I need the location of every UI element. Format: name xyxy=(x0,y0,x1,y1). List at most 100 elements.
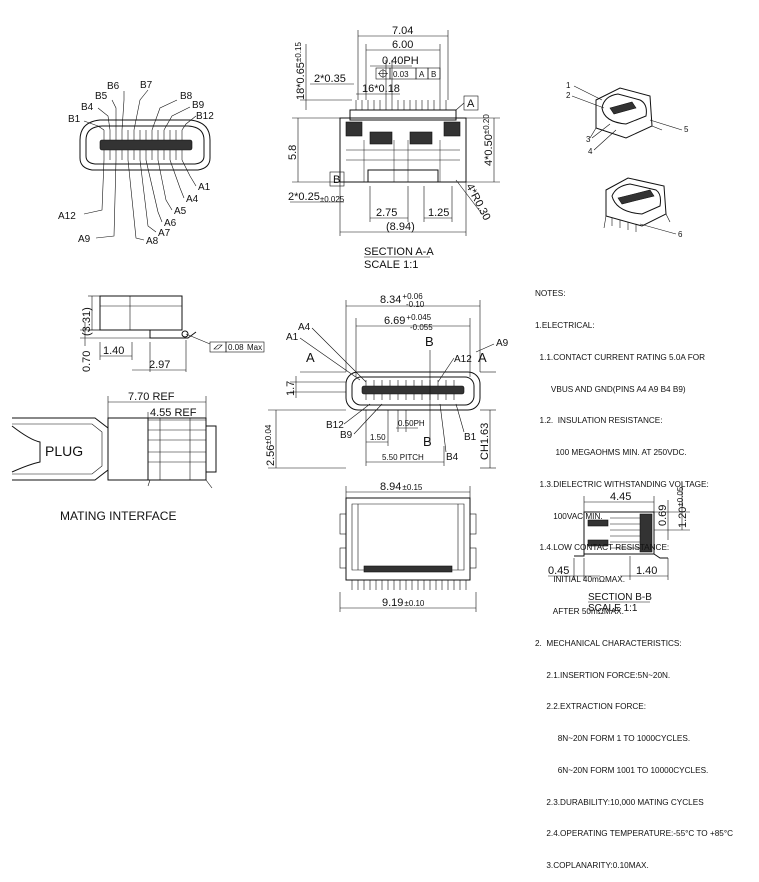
section-a-right: A xyxy=(478,350,487,365)
datum-a: A xyxy=(467,98,475,110)
front-view: 8.34+0.06 -0.10 6.69+0.045 -0.055 A4 A1 … xyxy=(264,292,509,469)
dim-894-ref: (8.94) xyxy=(386,221,415,233)
callout-4: 4 xyxy=(588,147,593,156)
dim-600: 6.00 xyxy=(392,39,413,51)
note-line: 3.COPLANARITY:0.10MAX. xyxy=(535,861,649,871)
note-line: NOTES: xyxy=(535,289,566,299)
front-label-b1: B1 xyxy=(464,432,477,443)
front-label-a9: A9 xyxy=(496,338,509,349)
tol-datum-a: A xyxy=(419,70,425,79)
section-aa-view: 7.04 6.00 0.40PH 0.03 A B 2*0.35 16*0.18… xyxy=(287,25,500,271)
note-line: INITIAL 40mΩMAX. xyxy=(535,575,625,585)
section-bb-scale: SCALE 1:1 xyxy=(588,603,638,614)
dim-125: 1.25 xyxy=(428,207,449,219)
dim-16x018: 16*0.18 xyxy=(362,83,400,95)
pin-label-a6: A6 xyxy=(164,218,177,229)
front-label-b: B xyxy=(425,334,434,349)
dim-pitch: 0.40PH xyxy=(382,55,419,67)
drawing-sheet: B6 B7 B5 B8 B4 B9 B1 B12 A1 A4 A5 A6 A12… xyxy=(11,25,690,614)
note-line: 100VAC MIN. xyxy=(535,511,603,521)
dim-445: 4.45 xyxy=(610,491,631,503)
front-label-a1: A1 xyxy=(286,332,299,343)
dim-2x035: 2*0.35 xyxy=(314,73,346,85)
note-line: 1.4.LOW CONTACT RESISTANCE: xyxy=(535,543,670,553)
section-a-left: A xyxy=(306,350,315,365)
note-line: 1.2. INSULATION RESISTANCE: xyxy=(535,416,663,426)
dim-58: 5.8 xyxy=(287,145,299,160)
callout-5: 5 xyxy=(684,125,689,134)
dim-919: 9.19±0.10 xyxy=(382,597,425,609)
note-line: 100 MEGAOHMS MIN. AT 250VDC. xyxy=(535,448,687,458)
dim-4x050: 4*0.50±0.20 xyxy=(482,114,495,166)
dim-331: (3.31) xyxy=(81,307,93,336)
dim-ch163: CH1.63 xyxy=(479,423,491,460)
callout-2: 2 xyxy=(566,91,571,100)
note-line: 2.3.DURABILITY:10,000 MATING CYCLES xyxy=(535,797,704,807)
tol-value: 0.03 xyxy=(393,70,409,79)
note-line: 2.2.EXTRACTION FORCE: xyxy=(535,702,647,712)
front-label-b12: B12 xyxy=(326,420,344,431)
dim-140: 1.40 xyxy=(103,345,124,357)
section-b-label: B xyxy=(423,434,432,449)
datum-b: B xyxy=(333,174,340,186)
note-line: 8N~20N FORM 1 TO 1000CYCLES. xyxy=(535,734,691,744)
note-line: 1.1.CONTACT CURRENT RATING 5.0A FOR xyxy=(535,352,705,362)
callout-1: 1 xyxy=(566,81,571,90)
front-label-b9: B9 xyxy=(340,430,353,441)
pin-label-a5: A5 xyxy=(174,206,187,217)
notes-block: NOTES: 1.ELECTRICAL: 1.1.CONTACT CURRENT… xyxy=(535,268,757,882)
dim-150: 1.50 xyxy=(370,433,386,442)
pin-label-b1: B1 xyxy=(68,114,81,125)
side-view: (3.31) 0.70 1.40 2.97 0.08 Max xyxy=(80,295,265,372)
dim-834-tol-dn: -0.10 xyxy=(406,300,425,309)
mating-interface-caption: MATING INTERFACE xyxy=(60,509,176,523)
pin-label-a9: A9 xyxy=(78,234,91,245)
dim-297: 2.97 xyxy=(149,359,170,371)
dim-256: 2.56±0.04 xyxy=(264,424,277,466)
dim-17: 1.7 xyxy=(285,381,297,396)
pin-label-b7: B7 xyxy=(140,80,153,91)
plug-label: PLUG xyxy=(45,443,83,459)
dim-704: 7.04 xyxy=(392,25,413,37)
dim-834: 8.34+0.06 xyxy=(380,292,423,306)
pin-label-a4: A4 xyxy=(186,194,199,205)
dim-045: 0.45 xyxy=(548,565,569,577)
dim-894: 8.94±0.15 xyxy=(380,481,423,493)
section-bb-view: 4.45 0.69 1.20±0.05 0.45 1.40 SECTION B-… xyxy=(548,482,690,614)
mating-interface-view: 7.70 REF 4.55 REF PLUG MATING INTERFACE xyxy=(11,391,217,523)
front-label-a4: A4 xyxy=(298,322,311,333)
note-line: 1.ELECTRICAL: xyxy=(535,320,595,330)
note-line: AFTER 50mΩMAX. xyxy=(535,607,624,616)
bottom-view: 8.94±0.15 9.19±0.10 xyxy=(339,481,477,612)
pin-label-a1: A1 xyxy=(198,182,211,193)
note-line: 6N~20N FORM 1001 TO 10000CYCLES. xyxy=(535,765,709,775)
section-aa-scale: SCALE 1:1 xyxy=(364,259,418,271)
callout-6: 6 xyxy=(678,230,683,239)
pin-label-b4: B4 xyxy=(81,102,94,113)
dim-550-pitch: 5.50 PITCH xyxy=(382,453,424,462)
pin-label-b12: B12 xyxy=(196,111,214,122)
front-label-b4: B4 xyxy=(446,452,459,463)
callout-3: 3 xyxy=(586,135,591,144)
dim-669-tol-dn: -0.055 xyxy=(410,323,433,332)
front-label-a12: A12 xyxy=(454,354,472,365)
dim-275: 2.75 xyxy=(376,207,397,219)
dim-069: 0.69 xyxy=(657,505,669,526)
dim-18x065: 18*0.65±0.15 xyxy=(294,42,307,100)
dim-050-pitch: 0.50PH xyxy=(398,419,425,428)
dim-455-ref: 4.55 REF xyxy=(150,407,197,419)
pin-label-a7: A7 xyxy=(158,228,171,239)
pin-label-a12: A12 xyxy=(58,211,76,222)
dim-140-bb: 1.40 xyxy=(636,565,657,577)
dim-669: 6.69+0.045 xyxy=(384,313,432,327)
flatness-value: 0.08 xyxy=(228,343,244,352)
pin-label-b8: B8 xyxy=(180,91,193,102)
radius-note: 4*R0.30 xyxy=(463,182,492,223)
note-line: 2. MECHANICAL CHARACTERISTICS: xyxy=(535,638,682,648)
pin-label-a8: A8 xyxy=(146,236,159,247)
dim-070: 0.70 xyxy=(81,351,93,372)
pin-label-b9: B9 xyxy=(192,100,205,111)
section-bb-title: SECTION B-B xyxy=(588,592,652,603)
pin-label-b5: B5 xyxy=(95,91,108,102)
note-line: 1.3.DIELECTRIC WITHSTANDING VOLTAGE: xyxy=(535,479,709,489)
